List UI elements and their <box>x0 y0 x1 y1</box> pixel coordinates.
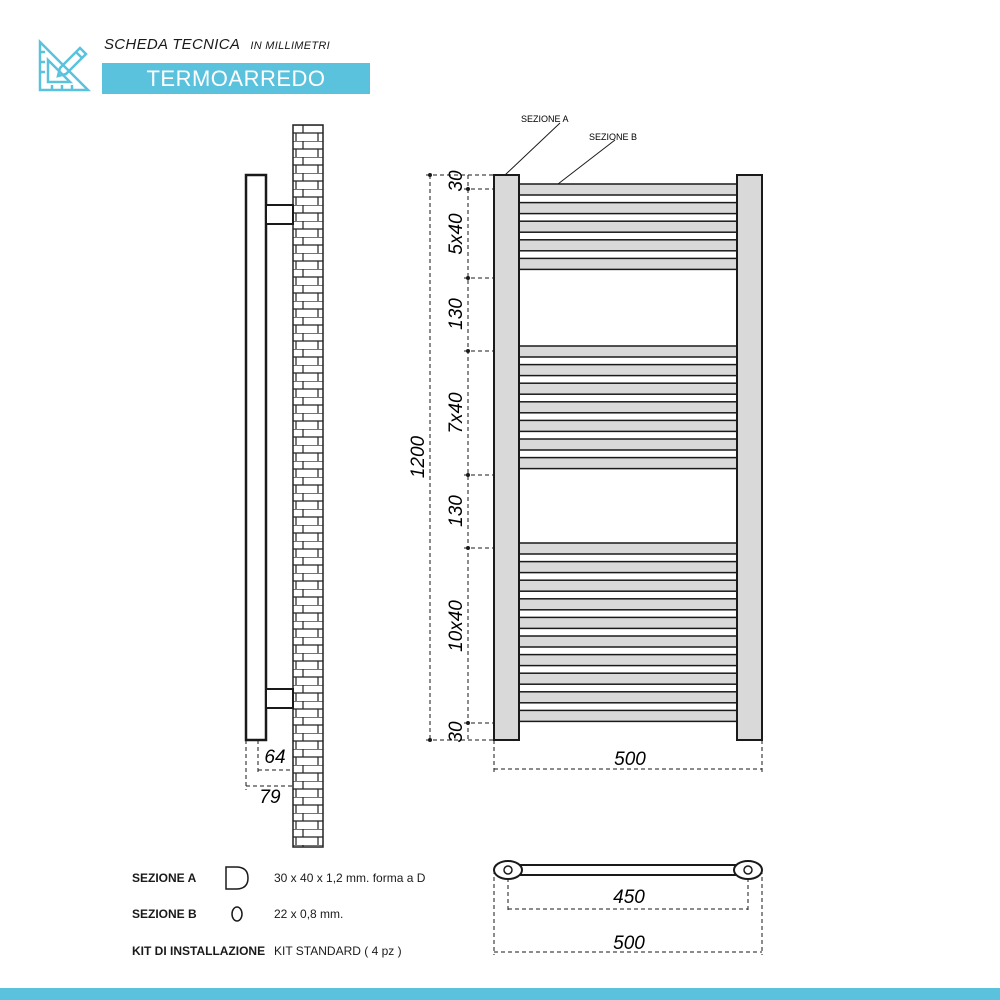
tube-group-3-tube-10 <box>518 709 738 723</box>
right-collector <box>736 174 763 741</box>
legend-value-kit: KIT STANDARD ( 4 pz ) <box>274 944 402 958</box>
depth-64-label: 64 <box>264 747 285 768</box>
tube-group-3-tube-9 <box>518 691 738 704</box>
dim-5x40: 5x40 <box>446 213 467 255</box>
tube-group-1-tube-3 <box>518 220 738 233</box>
wall-bracket-bottom <box>265 688 294 709</box>
tube-group-2-tube-5 <box>518 419 738 433</box>
ruler-pencil-icon <box>38 38 92 92</box>
tube-group-1-tube-4 <box>518 239 738 252</box>
side-view: 64 79 <box>244 124 324 848</box>
front-width-label: 500 <box>614 749 646 770</box>
top-view: 450 500 <box>493 860 763 955</box>
wall-bracket-top <box>265 204 294 225</box>
tube-group-1-tube-2 <box>518 201 738 215</box>
dim-130-upper: 130 <box>446 298 467 330</box>
sheet-title: SCHEDA TECNICA IN MILLIMETRI <box>104 36 330 53</box>
horizontal-tubes <box>518 183 738 723</box>
tube-group-3-tube-8 <box>518 672 738 685</box>
tube-group-2-tube-2 <box>518 363 738 377</box>
dim-7x40: 7x40 <box>446 392 467 434</box>
tube-group-3-tube-1 <box>518 542 738 555</box>
legend-value-section-a: 30 x 40 x 1,2 mm. forma a D <box>274 871 426 885</box>
product-banner: TERMOARREDO <box>102 63 370 94</box>
oval-icon <box>231 906 243 922</box>
section-a-callout: SEZIONE A <box>521 114 569 124</box>
tube-group-2-tube-1 <box>518 345 738 358</box>
bottom-accent-bar <box>0 988 1000 1000</box>
brick-wall <box>292 124 324 848</box>
tube-group-1-tube-1 <box>518 183 738 196</box>
tube-group-3-tube-2 <box>518 560 738 574</box>
dim-top-30: 30 <box>446 170 467 192</box>
tube-group-2-tube-6 <box>518 438 738 451</box>
tube-group-3-tube-3 <box>518 579 738 592</box>
tube-group-3-tube-5 <box>518 616 738 630</box>
tube-group-2-tube-4 <box>518 401 738 414</box>
legend-label-section-a: SEZIONE A <box>132 871 197 885</box>
left-collector <box>493 174 520 741</box>
top-outer-width-label: 500 <box>613 933 645 954</box>
dim-10x40: 10x40 <box>446 600 467 652</box>
legend-label-section-b: SEZIONE B <box>132 907 197 921</box>
d-shape-icon <box>225 866 249 890</box>
total-height-label: 1200 <box>408 435 429 478</box>
tube-group-3-tube-4 <box>518 598 738 611</box>
radiator-side-profile <box>244 173 268 742</box>
depth-79-label: 79 <box>259 787 281 808</box>
tube-group-3-tube-7 <box>518 653 738 667</box>
section-b-callout: SEZIONE B <box>589 132 637 142</box>
tube-group-1-tube-5 <box>518 257 738 271</box>
sheet-title-main: SCHEDA TECNICA <box>104 36 241 53</box>
legend-label-kit: KIT DI INSTALLAZIONE <box>132 944 266 958</box>
top-tube <box>509 864 747 876</box>
dim-bottom-30: 30 <box>446 721 467 743</box>
front-view: SEZIONE A SEZIONE B <box>408 114 763 774</box>
tube-group-3-tube-6 <box>518 635 738 648</box>
tube-group-2-tube-7 <box>518 456 738 470</box>
tube-group-2-tube-3 <box>518 382 738 395</box>
dim-130-lower: 130 <box>446 495 467 527</box>
top-inner-width-label: 450 <box>613 887 645 908</box>
sheet-title-unit: IN MILLIMETRI <box>250 40 331 52</box>
legend-value-section-b: 22 x 0,8 mm. <box>274 907 344 921</box>
